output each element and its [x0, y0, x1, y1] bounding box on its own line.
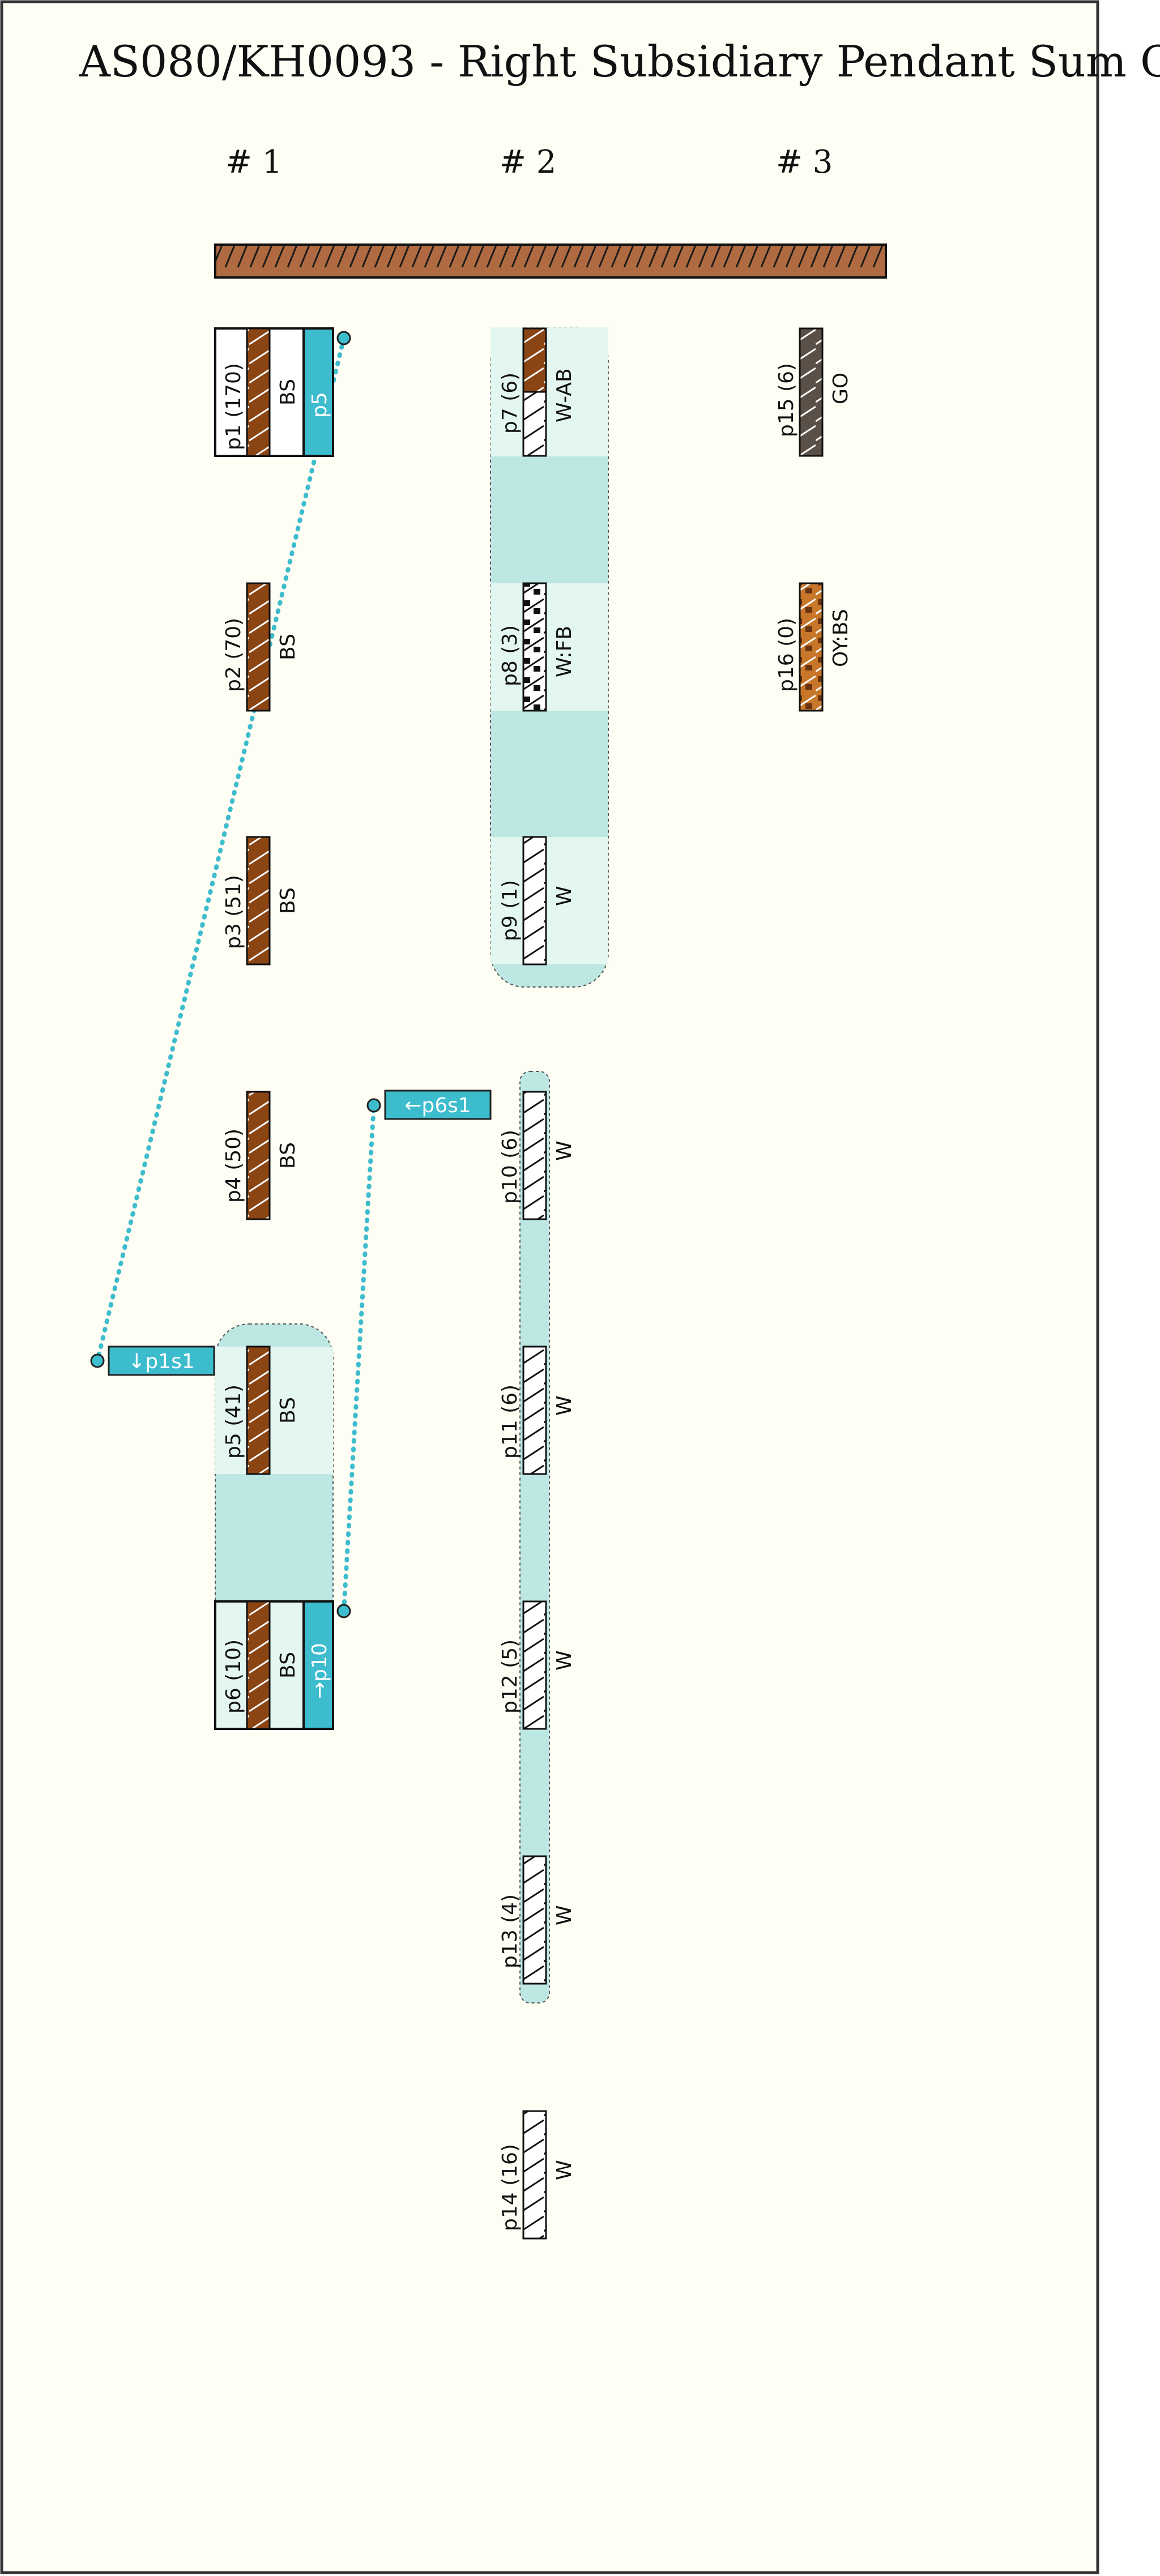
- sum-field-text-p6: →p10: [308, 1643, 331, 1699]
- cord-label-p6: p6 (10): [222, 1639, 245, 1714]
- cord-strand-p6: [246, 1600, 271, 1730]
- sum-group-p10-p13: [519, 1071, 550, 2003]
- link-line-p6-p10: [342, 1103, 376, 1613]
- cord-strand-p13: [522, 1855, 547, 1985]
- group-label-2: # 2: [500, 144, 556, 181]
- cord-label-p8: p8 (3): [498, 625, 522, 686]
- cord-band-p7: [491, 327, 608, 456]
- link-label-box-p1s1: [108, 1345, 215, 1376]
- link-dot: [366, 1098, 381, 1113]
- cord-label-p4: p4 (50): [222, 1129, 245, 1203]
- link-dot: [336, 331, 351, 345]
- cord-label-p7: p7 (6): [498, 373, 522, 434]
- color-code-p4: BS: [276, 1142, 300, 1169]
- cord-label-p14: p14 (16): [498, 2144, 522, 2231]
- cord-strand-p14: [522, 2110, 547, 2240]
- cord-label-p3: p3 (51): [222, 875, 245, 949]
- cord-strand-p4: [246, 1091, 271, 1220]
- color-code-p13: W: [553, 1905, 576, 1925]
- color-code-p16: OY:BS: [829, 609, 852, 667]
- cord-strand-p7-upper: [522, 327, 547, 393]
- sum-field-p6: [302, 1600, 334, 1730]
- color-code-p14: W: [553, 2160, 576, 2180]
- color-code-p1: BS: [276, 379, 300, 405]
- cord-label-p13: p13 (4): [498, 1894, 522, 1968]
- cord-label-p1: p1 (170): [222, 363, 245, 450]
- link-dot: [90, 1353, 105, 1368]
- color-code-p8: W:FB: [553, 626, 576, 677]
- cord-label-p15: p15 (6): [775, 363, 798, 437]
- cord-label-p5: p5 (41): [222, 1385, 245, 1459]
- cord-strand-p1: [246, 327, 271, 457]
- main-cord: [214, 243, 887, 279]
- cord-strand-p12: [522, 1600, 547, 1730]
- cord-strand-p2: [246, 582, 271, 712]
- cord-band-p9: [491, 837, 608, 964]
- color-code-p15: GO: [829, 373, 852, 404]
- cord-label-p12: p12 (5): [498, 1639, 522, 1714]
- cord-label-p2: p2 (70): [222, 618, 245, 692]
- cord-strand-p3: [246, 836, 271, 966]
- color-code-p7: W-AB: [553, 368, 576, 422]
- cord-band-p8: [491, 583, 608, 711]
- link-label-box-p6s1: [384, 1090, 492, 1120]
- cord-strand-p16: [799, 582, 824, 712]
- cord-strand-p11: [522, 1345, 547, 1475]
- cord-label-p11: p11 (6): [498, 1385, 522, 1459]
- cord-label-p10: p10 (6): [498, 1130, 522, 1204]
- link-dot: [336, 1604, 351, 1618]
- cord-label-p9: p9 (1): [498, 880, 522, 941]
- color-code-p2: BS: [276, 634, 300, 660]
- cord-strand-p15: [799, 327, 824, 457]
- cord-strand-p8: [522, 582, 547, 712]
- cord-label-p16: p16 (0): [775, 618, 798, 692]
- cord-strand-p10: [522, 1091, 547, 1220]
- color-code-p6: BS: [276, 1652, 300, 1678]
- cord-strand-p9: [522, 836, 547, 966]
- link-line-p1-p5: [95, 336, 346, 1363]
- link-label-p6s1: ←p6s1: [404, 1094, 471, 1117]
- color-code-p9: W: [553, 886, 576, 906]
- color-code-p12: W: [553, 1650, 576, 1671]
- color-code-p3: BS: [276, 887, 300, 914]
- group-label-3: # 3: [776, 144, 833, 181]
- link-label-p1s1: ↓p1s1: [128, 1350, 195, 1373]
- color-code-p11: W: [553, 1395, 576, 1416]
- color-code-p5: BS: [276, 1397, 300, 1424]
- cord-band-p5: [215, 1347, 333, 1474]
- sum-field-text-p1: p5: [308, 392, 331, 418]
- color-code-p10: W: [553, 1140, 576, 1161]
- diagram-title: AS080/KH0093 - Right Subsidiary Pendant …: [79, 36, 1160, 87]
- cord-strand-p5: [246, 1345, 271, 1475]
- group-label-1: # 1: [225, 144, 282, 181]
